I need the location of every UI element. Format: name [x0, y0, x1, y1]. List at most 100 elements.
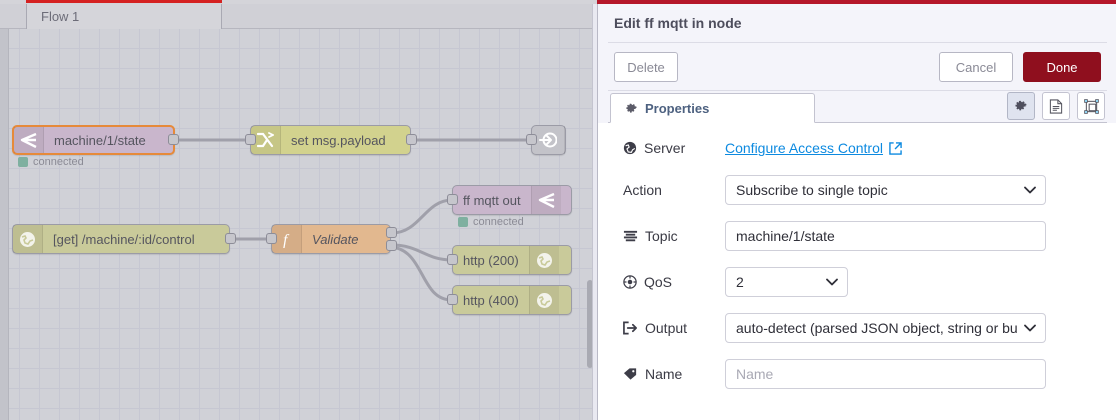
flow-node-mqtt-in[interactable]: machine/1/state: [12, 125, 175, 155]
port-output-change[interactable]: [406, 134, 417, 145]
field-row-server: Server Configure Access Control: [623, 133, 1093, 163]
flow-canvas[interactable]: machine/1/state connected set msg.payloa…: [0, 29, 597, 420]
svg-text:f: f: [283, 232, 290, 248]
field-label-action: Action: [623, 182, 725, 198]
canvas-vertical-scrollbar[interactable]: [587, 280, 593, 368]
status-text: connected: [473, 216, 524, 228]
qos-select-value: 2: [736, 274, 744, 290]
status-dot-icon: [18, 157, 28, 167]
gear-icon: [625, 102, 638, 115]
output-select[interactable]: auto-detect (parsed JSON object, string …: [725, 313, 1046, 343]
delete-button[interactable]: Delete: [614, 52, 678, 82]
panel-tab-strip: Properties: [598, 91, 1116, 123]
globe-icon: [623, 141, 637, 155]
edit-node-panel: Edit ff mqtt in node Delete Cancel Done …: [597, 4, 1116, 420]
globe-icon: [528, 286, 559, 314]
flow-node-label: ff mqtt out: [463, 192, 521, 208]
field-row-name: Name Name: [623, 359, 1093, 389]
topic-input-value: machine/1/state: [736, 228, 835, 244]
function-icon: f: [272, 225, 302, 253]
output-select-value: auto-detect (parsed JSON object, string …: [736, 320, 1017, 336]
field-label-output: Output: [623, 320, 725, 336]
port-input-function[interactable]: [266, 233, 277, 244]
chevron-down-icon: [1024, 186, 1036, 194]
action-select-value: Subscribe to single topic: [736, 182, 888, 198]
panel-accent-bar: [597, 0, 1116, 4]
port-input-http-200[interactable]: [447, 254, 458, 265]
editor-panel-divider[interactable]: [592, 4, 597, 420]
field-label-text: Output: [645, 320, 688, 336]
field-label-text: Action: [623, 182, 662, 198]
appearance-icon-button[interactable]: [1077, 92, 1105, 120]
node-status-mqtt-in: connected: [18, 156, 84, 168]
description-icon-button[interactable]: [1042, 92, 1070, 120]
flow-node-label: set msg.payload: [291, 132, 386, 148]
flow-tab-flow-1[interactable]: Flow 1: [26, 0, 222, 29]
external-link-icon: [889, 141, 902, 155]
status-text: connected: [33, 156, 84, 168]
tag-icon: [623, 367, 638, 381]
port-input-mqtt-out[interactable]: [447, 194, 458, 205]
flow-node-label: [get] /machine/:id/control: [53, 231, 195, 247]
field-label-text: Topic: [645, 228, 678, 244]
gear-icon-button[interactable]: [1007, 92, 1035, 120]
topic-input[interactable]: machine/1/state: [725, 221, 1046, 251]
flow-node-http-in[interactable]: [get] /machine/:id/control: [12, 224, 230, 254]
field-label-text: Server: [644, 140, 686, 156]
field-label-topic: Topic: [623, 228, 725, 244]
flow-node-label: machine/1/state: [54, 132, 146, 148]
chevron-down-icon: [1024, 324, 1036, 332]
target-icon: [623, 275, 637, 289]
flow-node-mqtt-out[interactable]: ff mqtt out: [452, 185, 572, 215]
flow-node-http-400[interactable]: http (400): [452, 285, 572, 315]
qos-select[interactable]: 2: [725, 267, 848, 297]
name-input[interactable]: Name: [725, 359, 1046, 389]
flow-node-http-200[interactable]: http (200): [452, 245, 572, 275]
field-row-output: Output auto-detect (parsed JSON object, …: [623, 313, 1093, 343]
port-input-http-400[interactable]: [447, 294, 458, 305]
mqtt-broadcast-icon: [14, 127, 44, 153]
panel-button-divider: [608, 90, 1107, 91]
name-input-placeholder: Name: [736, 366, 774, 382]
action-select[interactable]: Subscribe to single topic: [725, 175, 1046, 205]
cancel-button[interactable]: Cancel: [939, 52, 1013, 82]
done-button[interactable]: Done: [1023, 52, 1101, 82]
flow-node-label: Validate: [312, 231, 359, 247]
field-label-server: Server: [623, 140, 725, 156]
field-row-qos: QoS 2: [623, 267, 1093, 297]
port-output-function-1[interactable]: [386, 227, 397, 238]
flow-node-change[interactable]: set msg.payload: [250, 125, 411, 155]
globe-icon: [13, 225, 43, 253]
port-output-function-2[interactable]: [386, 240, 397, 251]
field-label-text: Name: [645, 366, 683, 382]
flow-node-label: http (400): [463, 292, 519, 308]
flow-node-function[interactable]: f Validate: [271, 224, 391, 254]
port-input-change[interactable]: [245, 134, 256, 145]
tab-strip-underline: [608, 122, 1107, 123]
node-status-mqtt-out: connected: [458, 216, 524, 228]
flow-tab-label: Flow 1: [41, 9, 80, 24]
port-input-link-out[interactable]: [526, 134, 537, 145]
field-label-name: Name: [623, 366, 725, 382]
gear-icon: [1015, 100, 1027, 111]
list-icon: [623, 230, 638, 243]
field-row-topic: Topic machine/1/state: [623, 221, 1093, 251]
mqtt-broadcast-icon: [530, 186, 561, 214]
description-icon: [1049, 98, 1063, 114]
field-row-action: Action Subscribe to single topic: [623, 175, 1093, 205]
link-out-icon: [532, 126, 565, 154]
flow-editor: Flow 1: [0, 0, 597, 420]
configure-access-control-link[interactable]: Configure Access Control: [725, 140, 902, 156]
tab-properties[interactable]: Properties: [610, 93, 815, 123]
shuffle-icon: [251, 126, 281, 154]
flow-tab-bar: Flow 1: [0, 0, 597, 29]
chevron-down-icon: [826, 278, 838, 286]
canvas-left-gutter: [0, 29, 9, 420]
panel-title-divider: [608, 42, 1107, 43]
panel-button-row: Delete Cancel Done: [598, 43, 1116, 90]
port-output-http-in[interactable]: [225, 233, 236, 244]
port-output-mqtt-in[interactable]: [168, 134, 179, 145]
sign-out-icon: [623, 321, 638, 335]
link-text: Configure Access Control: [725, 140, 883, 156]
